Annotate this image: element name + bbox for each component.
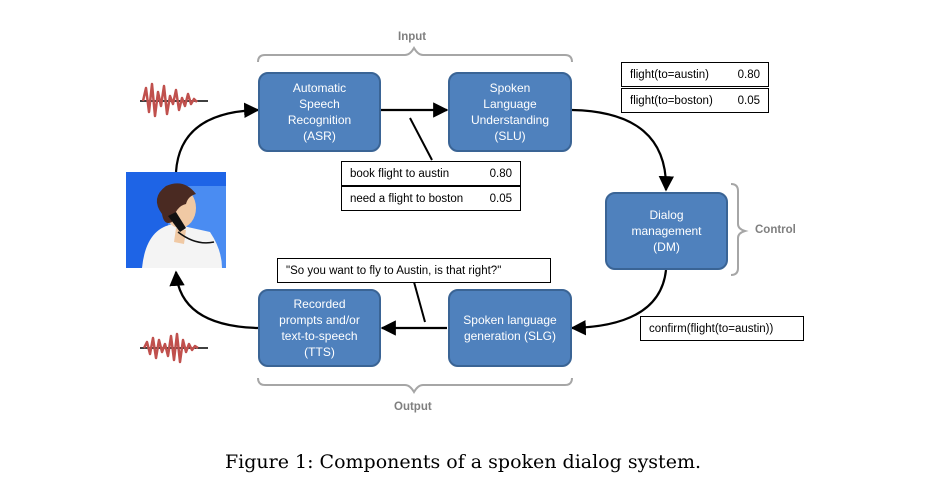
- arrow-tts-to-user: [169, 270, 259, 330]
- asr-callout-line: [409, 117, 433, 161]
- asr-hypothesis-text: book flight to austin: [350, 167, 450, 180]
- figure-caption: Figure 1: Components of a spoken dialog …: [224, 451, 701, 473]
- slg-node: Spoken language generation (SLG): [448, 289, 572, 367]
- asr-node: Automatic Speech Recognition (ASR): [258, 72, 381, 152]
- asr-hypothesis-row: book flight to austin 0.80: [341, 161, 521, 186]
- dm-output-label: confirm(flight(to=austin)): [640, 316, 804, 341]
- output-group-title: Output: [394, 401, 432, 413]
- control-group-title: Control: [755, 224, 796, 236]
- speech-waveform-icon: [140, 82, 208, 118]
- speech-waveform-icon: [140, 332, 208, 364]
- asr-hypothesis-row: need a flight to boston 0.05: [341, 186, 521, 211]
- arrow-dm-to-slg: [570, 269, 668, 336]
- asr-hypothesis-score: 0.05: [489, 192, 512, 205]
- asr-hypothesis-score: 0.80: [489, 167, 512, 180]
- slg-callout-line: [413, 281, 426, 323]
- output-bracket: [257, 377, 573, 395]
- slu-hypothesis-row: flight(to=austin) 0.80: [621, 62, 769, 87]
- slu-hypothesis-row: flight(to=boston) 0.05: [621, 88, 769, 113]
- tts-node: Recorded prompts and/or text-to-speech (…: [258, 289, 381, 367]
- slu-hypothesis-text: flight(to=boston): [630, 94, 713, 107]
- control-bracket: [730, 183, 749, 276]
- arrow-user-to-asr: [174, 102, 260, 173]
- slg-output-label: "So you want to fly to Austin, is that r…: [277, 258, 551, 283]
- arrow-slu-to-dm: [571, 108, 675, 192]
- slu-node: Spoken Language Understanding (SLU): [448, 72, 572, 152]
- asr-hypothesis-text: need a flight to boston: [350, 192, 464, 205]
- input-bracket: [257, 45, 573, 63]
- slu-hypothesis-text: flight(to=austin): [630, 68, 709, 81]
- input-group-title: Input: [398, 31, 427, 43]
- slu-hypothesis-score: 0.80: [737, 68, 760, 81]
- person-on-phone-icon: [126, 172, 226, 268]
- slu-hypothesis-score: 0.05: [737, 94, 760, 107]
- dm-node: Dialog management (DM): [605, 192, 728, 270]
